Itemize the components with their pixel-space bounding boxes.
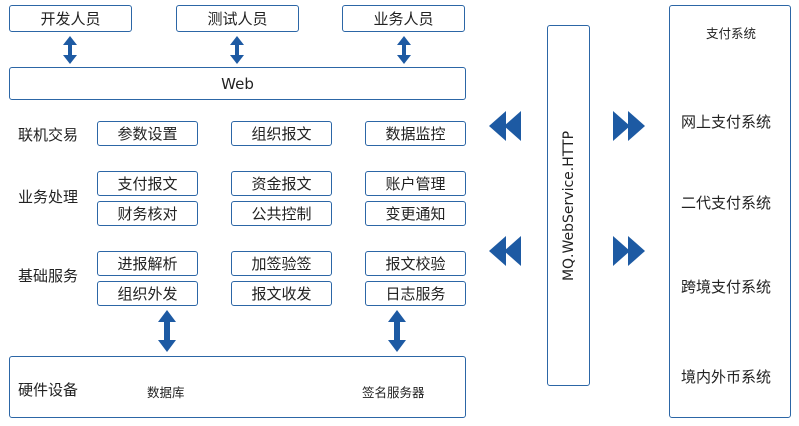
- web-bar[interactable]: Web: [9, 67, 466, 100]
- module-public-control[interactable]: 公共控制: [231, 201, 332, 226]
- chevron-right-icon-upper: [613, 111, 645, 141]
- module-log-service[interactable]: 日志服务: [365, 281, 466, 306]
- module-message-validation[interactable]: 报文校验: [365, 251, 466, 276]
- role-web-arrow-1: [63, 36, 77, 64]
- module-parameter-settings[interactable]: 参数设置: [97, 121, 198, 146]
- role-business[interactable]: 业务人员: [342, 5, 465, 32]
- service-hardware-arrow-2: [388, 310, 406, 352]
- middleware-box: [547, 25, 590, 386]
- module-incoming-parsing[interactable]: 进报解析: [97, 251, 198, 276]
- role-tester[interactable]: 测试人员: [176, 5, 299, 32]
- payment-system-second-gen: 二代支付系统: [681, 194, 772, 212]
- payment-system-online: 网上支付系统: [681, 113, 772, 131]
- module-message-transceive[interactable]: 报文收发: [231, 281, 332, 306]
- payment-title: 支付系统: [706, 26, 757, 41]
- hardware-panel: [9, 356, 466, 418]
- module-financial-reconciliation[interactable]: 财务核对: [97, 201, 198, 226]
- module-change-notification[interactable]: 变更通知: [365, 201, 466, 226]
- payment-system-foreign-currency: 境内外币系统: [681, 368, 772, 386]
- row-label-basic-services: 基础服务: [18, 267, 79, 285]
- chevron-right-icon-lower: [613, 236, 645, 266]
- chevron-left-icon-upper: [489, 111, 521, 141]
- payment-system-cross-border: 跨境支付系统: [681, 278, 772, 296]
- module-sign-verify[interactable]: 加签验签: [231, 251, 332, 276]
- module-compose-message[interactable]: 组织报文: [231, 121, 332, 146]
- module-data-monitoring[interactable]: 数据监控: [365, 121, 466, 146]
- module-outgoing-dispatch[interactable]: 组织外发: [97, 281, 198, 306]
- role-web-arrow-3: [397, 36, 411, 64]
- row-label-online-trading: 联机交易: [18, 126, 79, 144]
- module-account-management[interactable]: 账户管理: [365, 171, 466, 196]
- row-label-business-processing: 业务处理: [18, 188, 79, 206]
- module-payment-message[interactable]: 支付报文: [97, 171, 198, 196]
- module-funds-message[interactable]: 资金报文: [231, 171, 332, 196]
- payment-panel: [669, 5, 791, 418]
- service-hardware-arrow-1: [158, 310, 176, 352]
- role-developer[interactable]: 开发人员: [9, 5, 132, 32]
- hardware-signature-server: 签名服务器: [362, 385, 425, 400]
- hardware-label: 硬件设备: [18, 381, 79, 399]
- hardware-database: 数据库: [147, 385, 185, 400]
- chevron-left-icon-lower: [489, 236, 521, 266]
- role-web-arrow-2: [230, 36, 244, 64]
